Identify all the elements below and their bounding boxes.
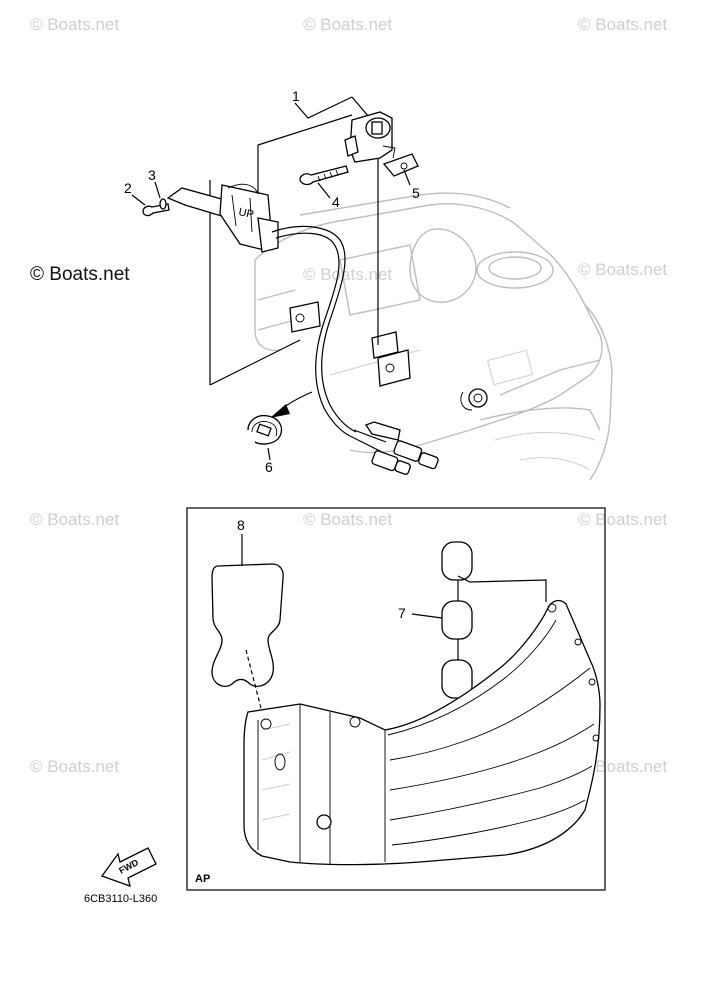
- wire-connectors: [365, 421, 439, 475]
- watermark: © Boats.net: [578, 510, 667, 529]
- ap-box-label: AP: [195, 873, 210, 885]
- hose-clamp-part-6: [247, 414, 283, 461]
- callout-number: 2: [124, 180, 132, 196]
- washer-part-3: [154, 181, 167, 210]
- callout-number: 6: [265, 459, 273, 475]
- up-mark-label: UP: [237, 206, 254, 221]
- watermark: © Boats.net: [303, 265, 392, 284]
- callout-number: 3: [148, 167, 156, 183]
- callouts-upper: 1 2 3 4 5 6: [124, 88, 420, 475]
- watermark: © Boats.net: [578, 15, 667, 34]
- watermark: © Boats.net: [578, 260, 667, 279]
- callout-number: 7: [398, 605, 406, 621]
- watermark-main: © Boats.net: [30, 264, 130, 285]
- engine-block-outline: [254, 192, 613, 481]
- watermark: © Boats.net: [30, 15, 119, 34]
- direction-arrow: [270, 391, 313, 418]
- bracket-clip-part-5: [382, 153, 419, 186]
- intake-manifold: [243, 599, 601, 866]
- o-rings-part-7: 7: [398, 541, 547, 699]
- watermark: © Boats.net: [30, 510, 119, 529]
- diagram-code: 6CB3110-L360: [84, 893, 157, 905]
- watermark: © Boats.net: [30, 757, 119, 776]
- bracket-assembly: UP: [166, 183, 279, 253]
- bolt-part-4: [299, 165, 349, 199]
- callout-number: 8: [237, 517, 245, 533]
- watermark: © Boats.net: [303, 15, 392, 34]
- ap-detail-box: AP: [186, 507, 606, 891]
- callout-number: 5: [412, 185, 420, 201]
- fwd-arrow: FWD: [100, 847, 157, 888]
- callout-number: 1: [292, 88, 300, 104]
- gasket-part-8: 8: [211, 517, 284, 713]
- watermark: © Boats.net: [303, 510, 392, 529]
- mounting-boss: [289, 301, 488, 411]
- callout-number: 4: [332, 194, 340, 210]
- wire-harness: [271, 225, 387, 453]
- sensor-part-1: [344, 111, 396, 163]
- watermark: © Boats.net: [578, 757, 667, 776]
